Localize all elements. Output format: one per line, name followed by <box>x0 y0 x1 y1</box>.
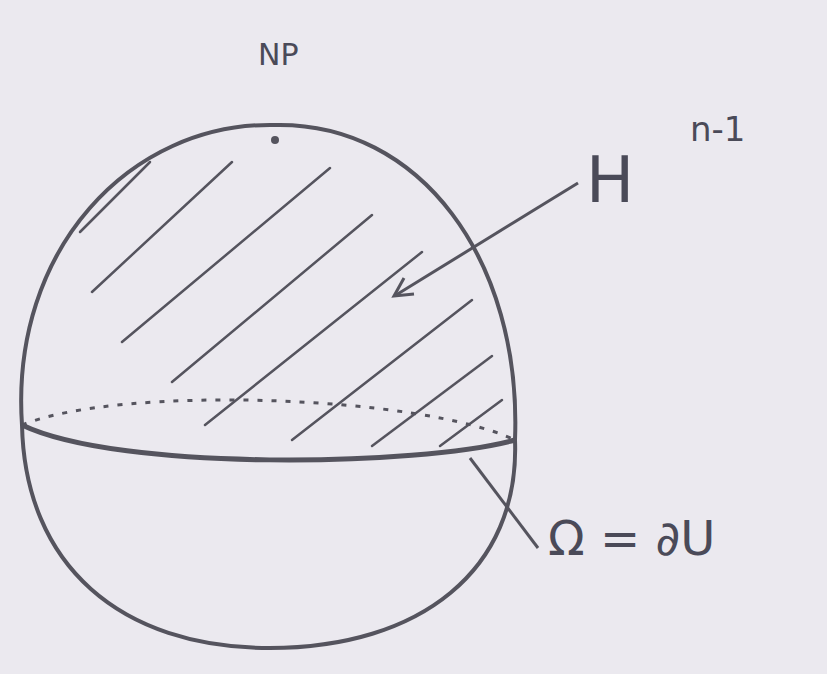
leader-arrow <box>396 183 578 295</box>
hatching <box>80 162 502 446</box>
leader-line <box>470 458 538 548</box>
north-pole-dot <box>271 136 279 144</box>
arrow-head <box>394 278 414 296</box>
sphere-outline <box>21 125 515 648</box>
space-label: H <box>586 148 634 212</box>
boundary-label: Ω = ∂U <box>548 514 715 562</box>
exponent-label: n-1 <box>690 112 745 146</box>
pole-label: NP <box>258 40 299 70</box>
equator-front <box>22 425 515 460</box>
equator-back <box>22 400 515 440</box>
